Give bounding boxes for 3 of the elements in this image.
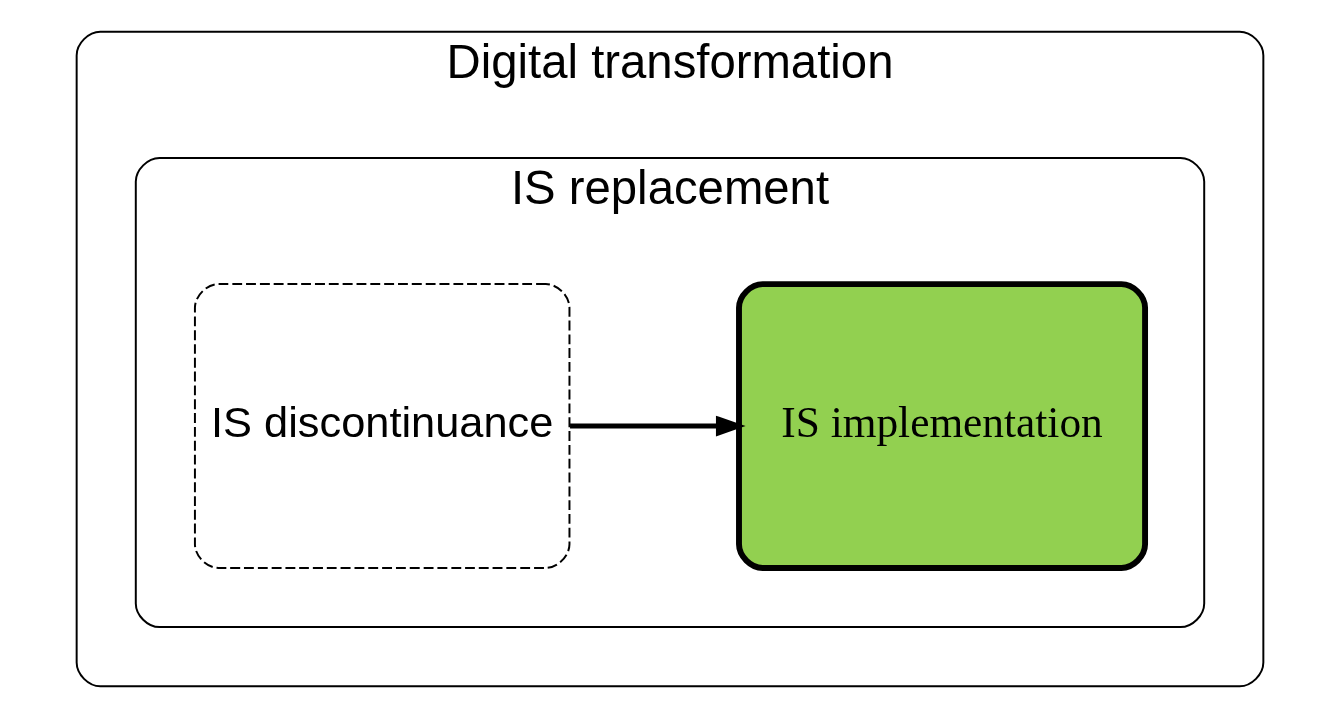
node-box: IS discontinuance [193, 283, 571, 569]
arrow [570, 415, 746, 437]
node-box: IS implementation [736, 281, 1149, 571]
